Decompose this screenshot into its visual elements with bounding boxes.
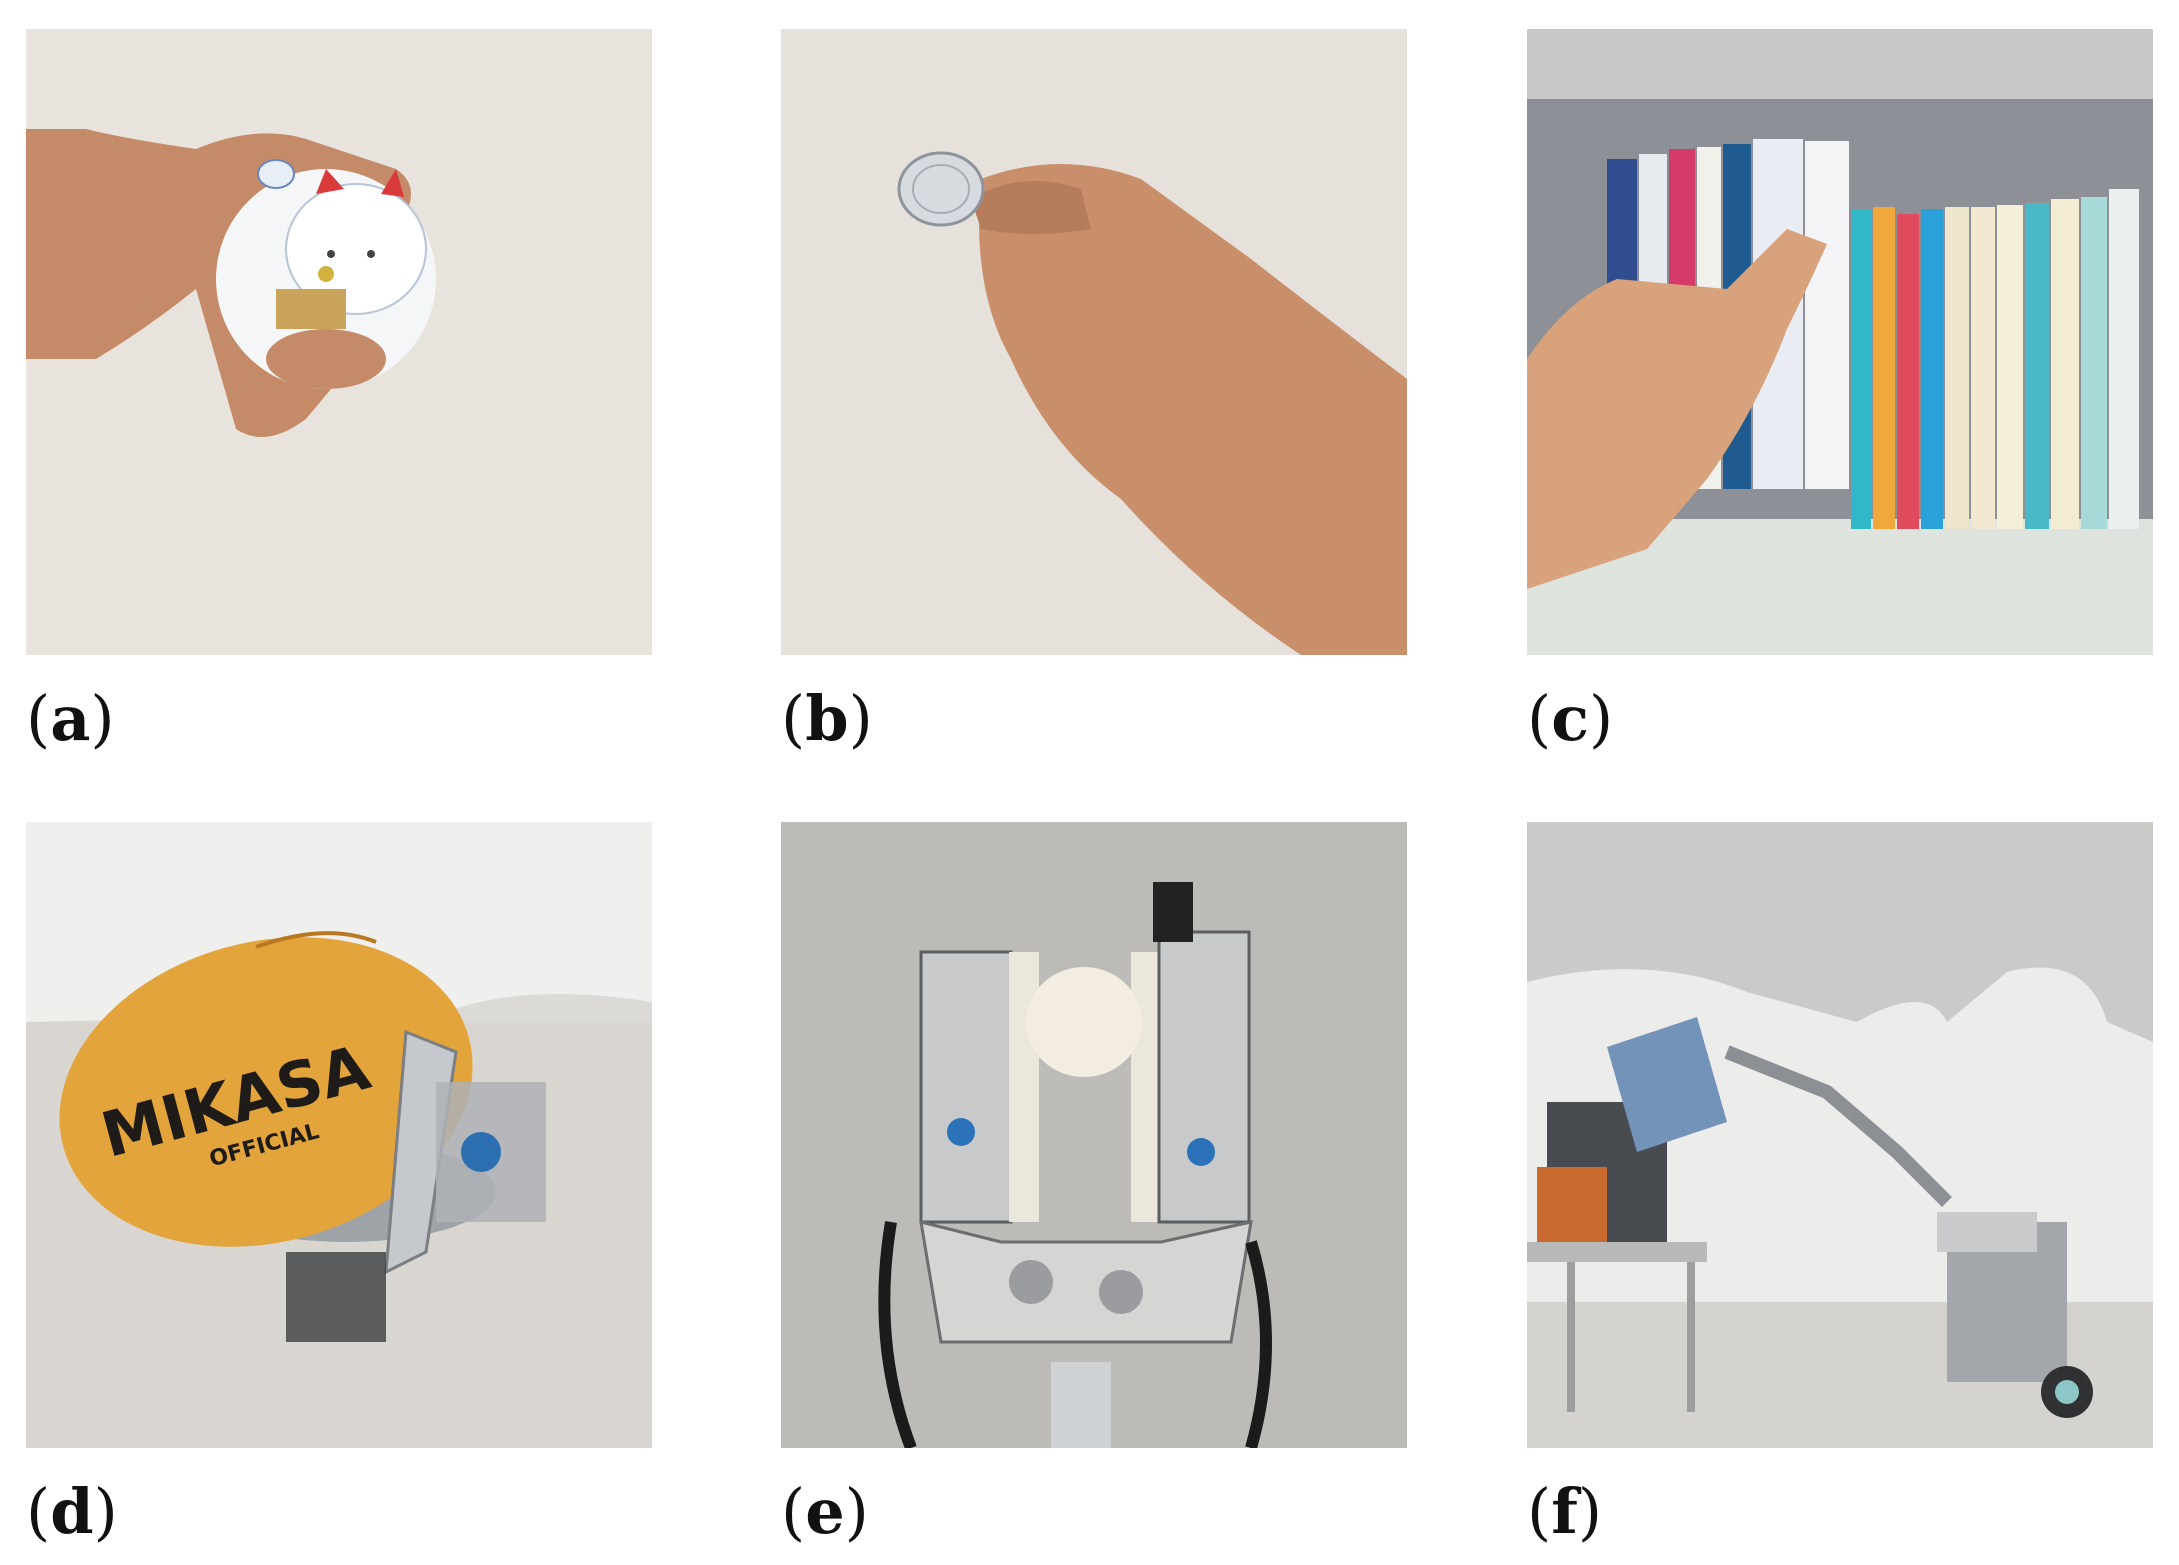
photo-hand-holding-cat-figurine xyxy=(26,29,652,655)
photo-hand-pinching-coin xyxy=(781,29,1407,655)
photo-hand-pulling-book-from-shelf xyxy=(1527,29,2153,655)
photo-mobile-robot-arm-with-book xyxy=(1527,822,2153,1448)
panel-label-f: (f) xyxy=(1527,1475,1603,1548)
panel-label-a: (a) xyxy=(26,682,115,755)
photo-robot-hand-grasping-ball: MIKASA OFFICIAL xyxy=(26,822,652,1448)
photo-gripper-holding-white-ball xyxy=(781,822,1407,1448)
panel-label-b: (b) xyxy=(781,682,873,755)
panel-label-e: (e) xyxy=(781,1475,869,1548)
panel-label-d: (d) xyxy=(26,1475,118,1548)
panel-label-c: (c) xyxy=(1527,682,1614,755)
